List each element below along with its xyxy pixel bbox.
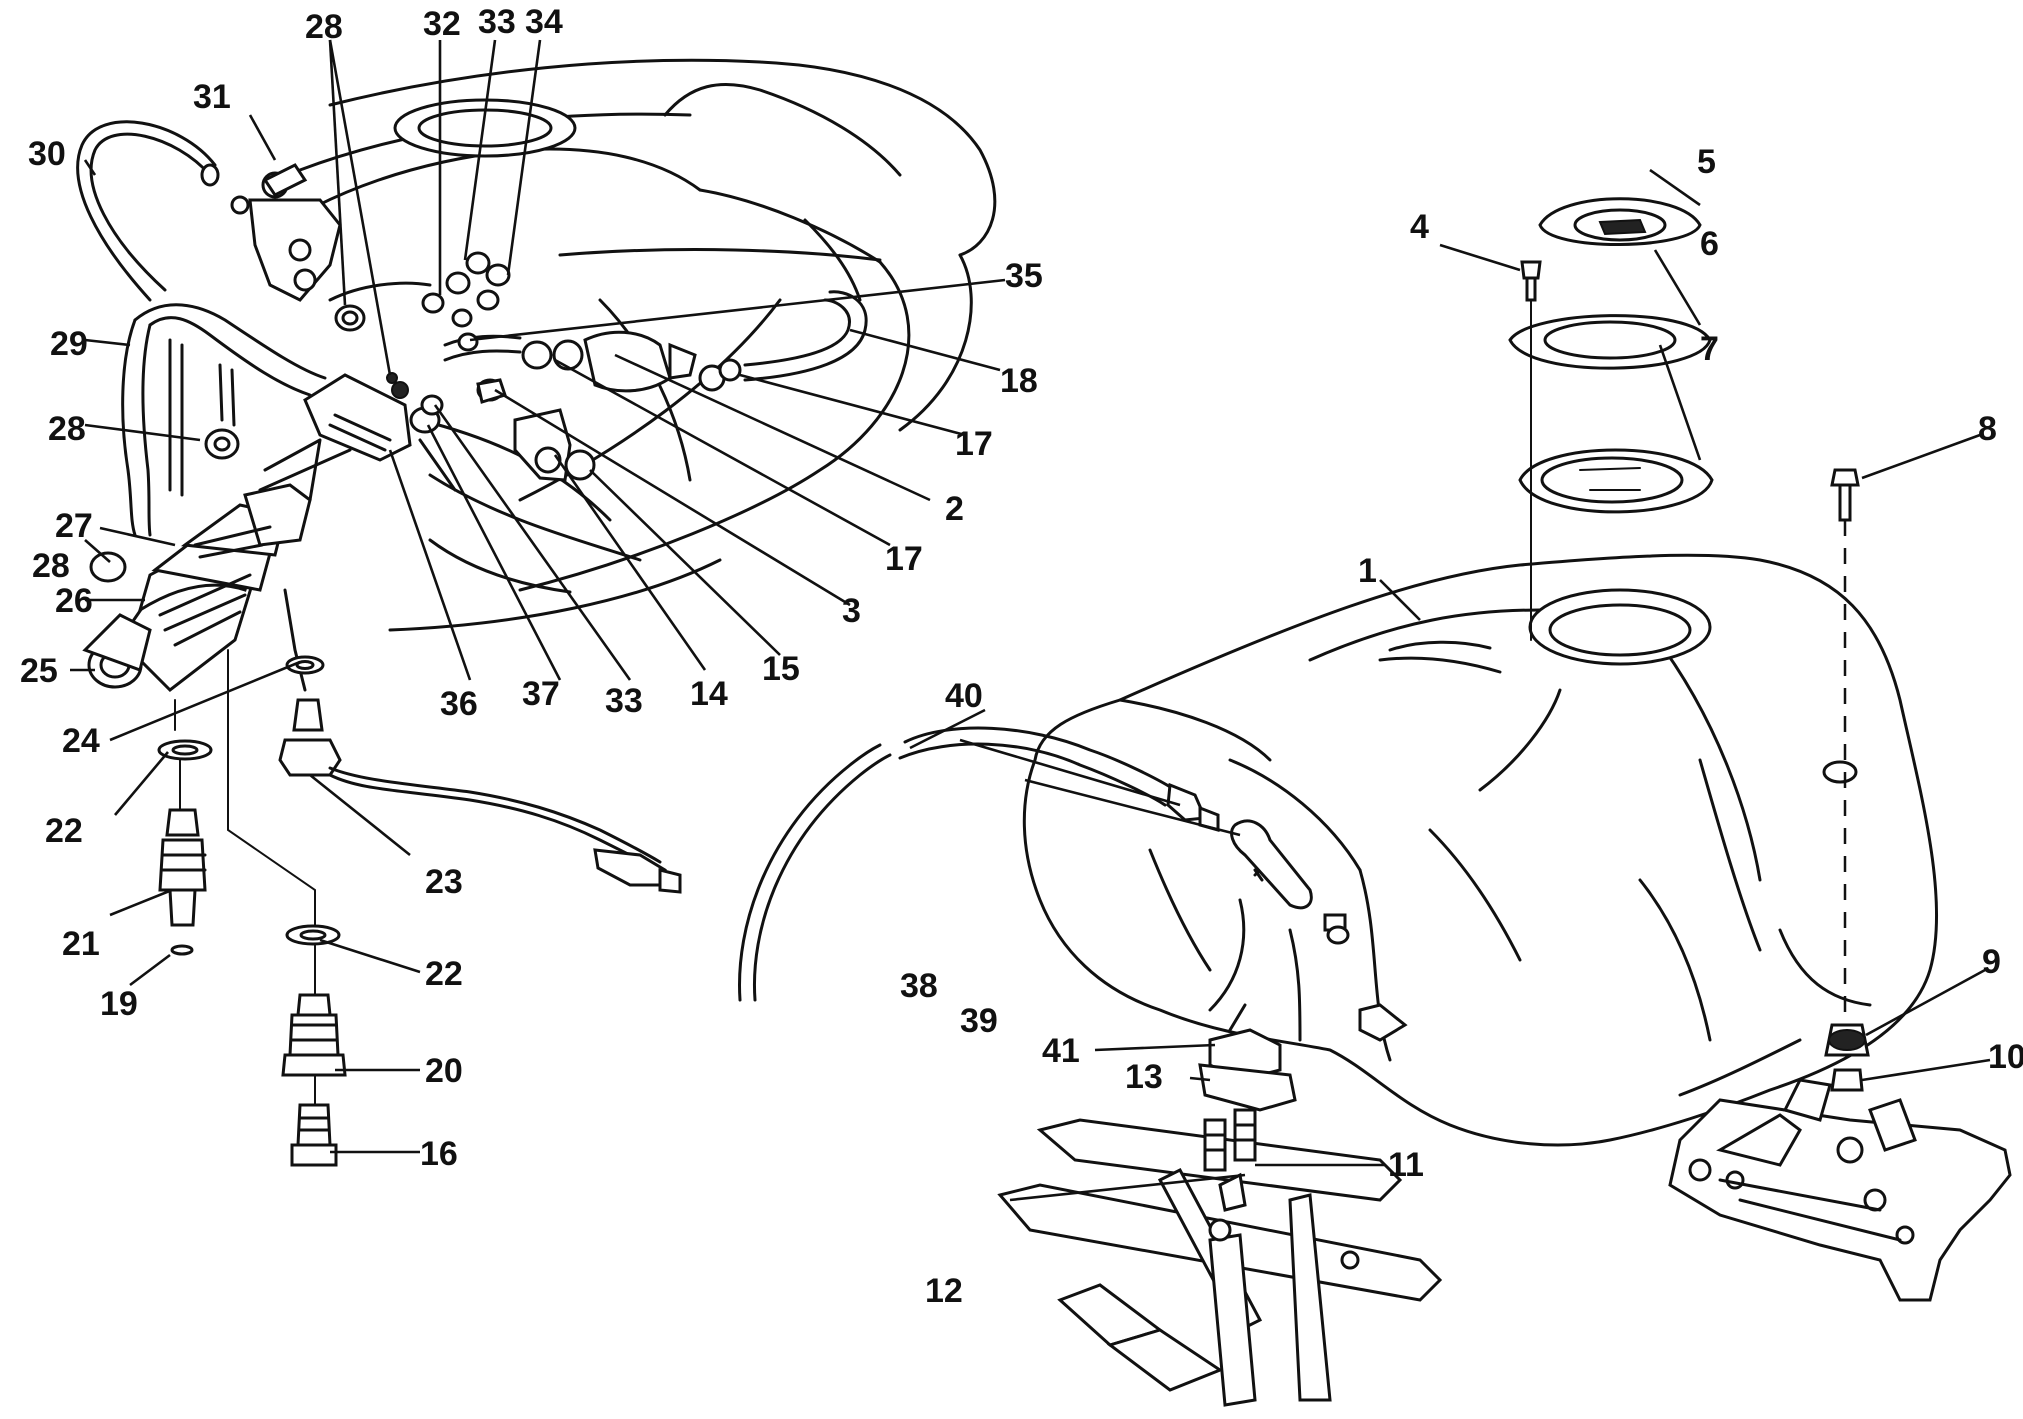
callout-12: 12 bbox=[925, 1272, 963, 1310]
callout-21: 21 bbox=[62, 925, 100, 963]
callout-2: 2 bbox=[945, 490, 964, 528]
callout-36: 36 bbox=[440, 685, 478, 723]
pump-flange-36 bbox=[303, 372, 444, 462]
callout-8: 8 bbox=[1978, 410, 1997, 448]
callout-24: 24 bbox=[62, 722, 100, 760]
callout-30: 30 bbox=[28, 135, 66, 173]
callout-41: 41 bbox=[1042, 1032, 1080, 1070]
callout-28-top: 28 bbox=[305, 8, 343, 46]
callout-29: 29 bbox=[50, 325, 88, 363]
bracket-14-15 bbox=[513, 408, 596, 482]
callout-7: 7 bbox=[1700, 330, 1719, 368]
callout-17b: 17 bbox=[885, 540, 923, 578]
leader-lines bbox=[70, 39, 1991, 1202]
callout-28-mid: 28 bbox=[32, 547, 70, 585]
drain-parts-left bbox=[157, 649, 347, 1167]
callout-6: 6 bbox=[1700, 225, 1719, 263]
callout-10: 10 bbox=[1988, 1038, 2023, 1076]
callout-25: 25 bbox=[20, 652, 58, 690]
fuel-filter-and-fittings bbox=[476, 330, 742, 404]
callout-23: 23 bbox=[425, 863, 463, 901]
rear-mount-parts bbox=[1824, 468, 1870, 1092]
front-mount-13-41 bbox=[1198, 1003, 1297, 1112]
callout-22a: 22 bbox=[45, 812, 83, 850]
callout-32: 32 bbox=[423, 5, 461, 43]
filler-cap-parts bbox=[1508, 197, 1714, 641]
callout-5: 5 bbox=[1697, 143, 1716, 181]
callout-1: 1 bbox=[1358, 552, 1377, 590]
fuel-tap-31 bbox=[230, 163, 342, 302]
callout-labels: 1 2 3 4 5 6 7 8 9 10 11 12 13 14 15 16 1… bbox=[20, 3, 2023, 1310]
callout-35: 35 bbox=[1005, 257, 1043, 295]
callout-27: 27 bbox=[55, 507, 93, 545]
callout-26: 26 bbox=[55, 582, 93, 620]
callout-18: 18 bbox=[1000, 362, 1038, 400]
clamp-28-top bbox=[334, 304, 366, 332]
callout-31: 31 bbox=[193, 78, 231, 116]
callout-14: 14 bbox=[690, 675, 728, 713]
callout-11: 11 bbox=[1388, 1146, 1424, 1184]
callout-9: 9 bbox=[1982, 943, 2001, 981]
callout-20: 20 bbox=[425, 1052, 463, 1090]
callout-34: 34 bbox=[525, 3, 563, 41]
callout-40: 40 bbox=[945, 677, 983, 715]
callout-22b: 22 bbox=[425, 955, 463, 993]
front-frame-bracket bbox=[997, 1108, 1443, 1407]
callout-19: 19 bbox=[100, 985, 138, 1023]
callout-38: 38 bbox=[900, 967, 938, 1005]
callout-3: 3 bbox=[842, 592, 861, 630]
callout-13: 13 bbox=[1125, 1058, 1163, 1096]
fuel-level-sender-23 bbox=[278, 588, 682, 894]
callout-15: 15 bbox=[762, 650, 800, 688]
callout-4: 4 bbox=[1410, 208, 1429, 246]
rear-frame-bracket bbox=[1668, 1078, 2012, 1302]
callout-33-top: 33 bbox=[478, 3, 516, 41]
callout-28-left: 28 bbox=[48, 410, 86, 448]
main-fuel-tank-1 bbox=[1022, 553, 1939, 1147]
callout-39: 39 bbox=[960, 1002, 998, 1040]
callout-17a: 17 bbox=[955, 425, 993, 463]
callout-16: 16 bbox=[420, 1135, 458, 1173]
callout-33-bottom: 33 bbox=[605, 682, 643, 720]
callout-37: 37 bbox=[522, 675, 560, 713]
small-fittings-32-33-34 bbox=[421, 251, 511, 352]
fuel-pump-assembly bbox=[82, 428, 352, 692]
hoses-left bbox=[76, 120, 868, 537]
